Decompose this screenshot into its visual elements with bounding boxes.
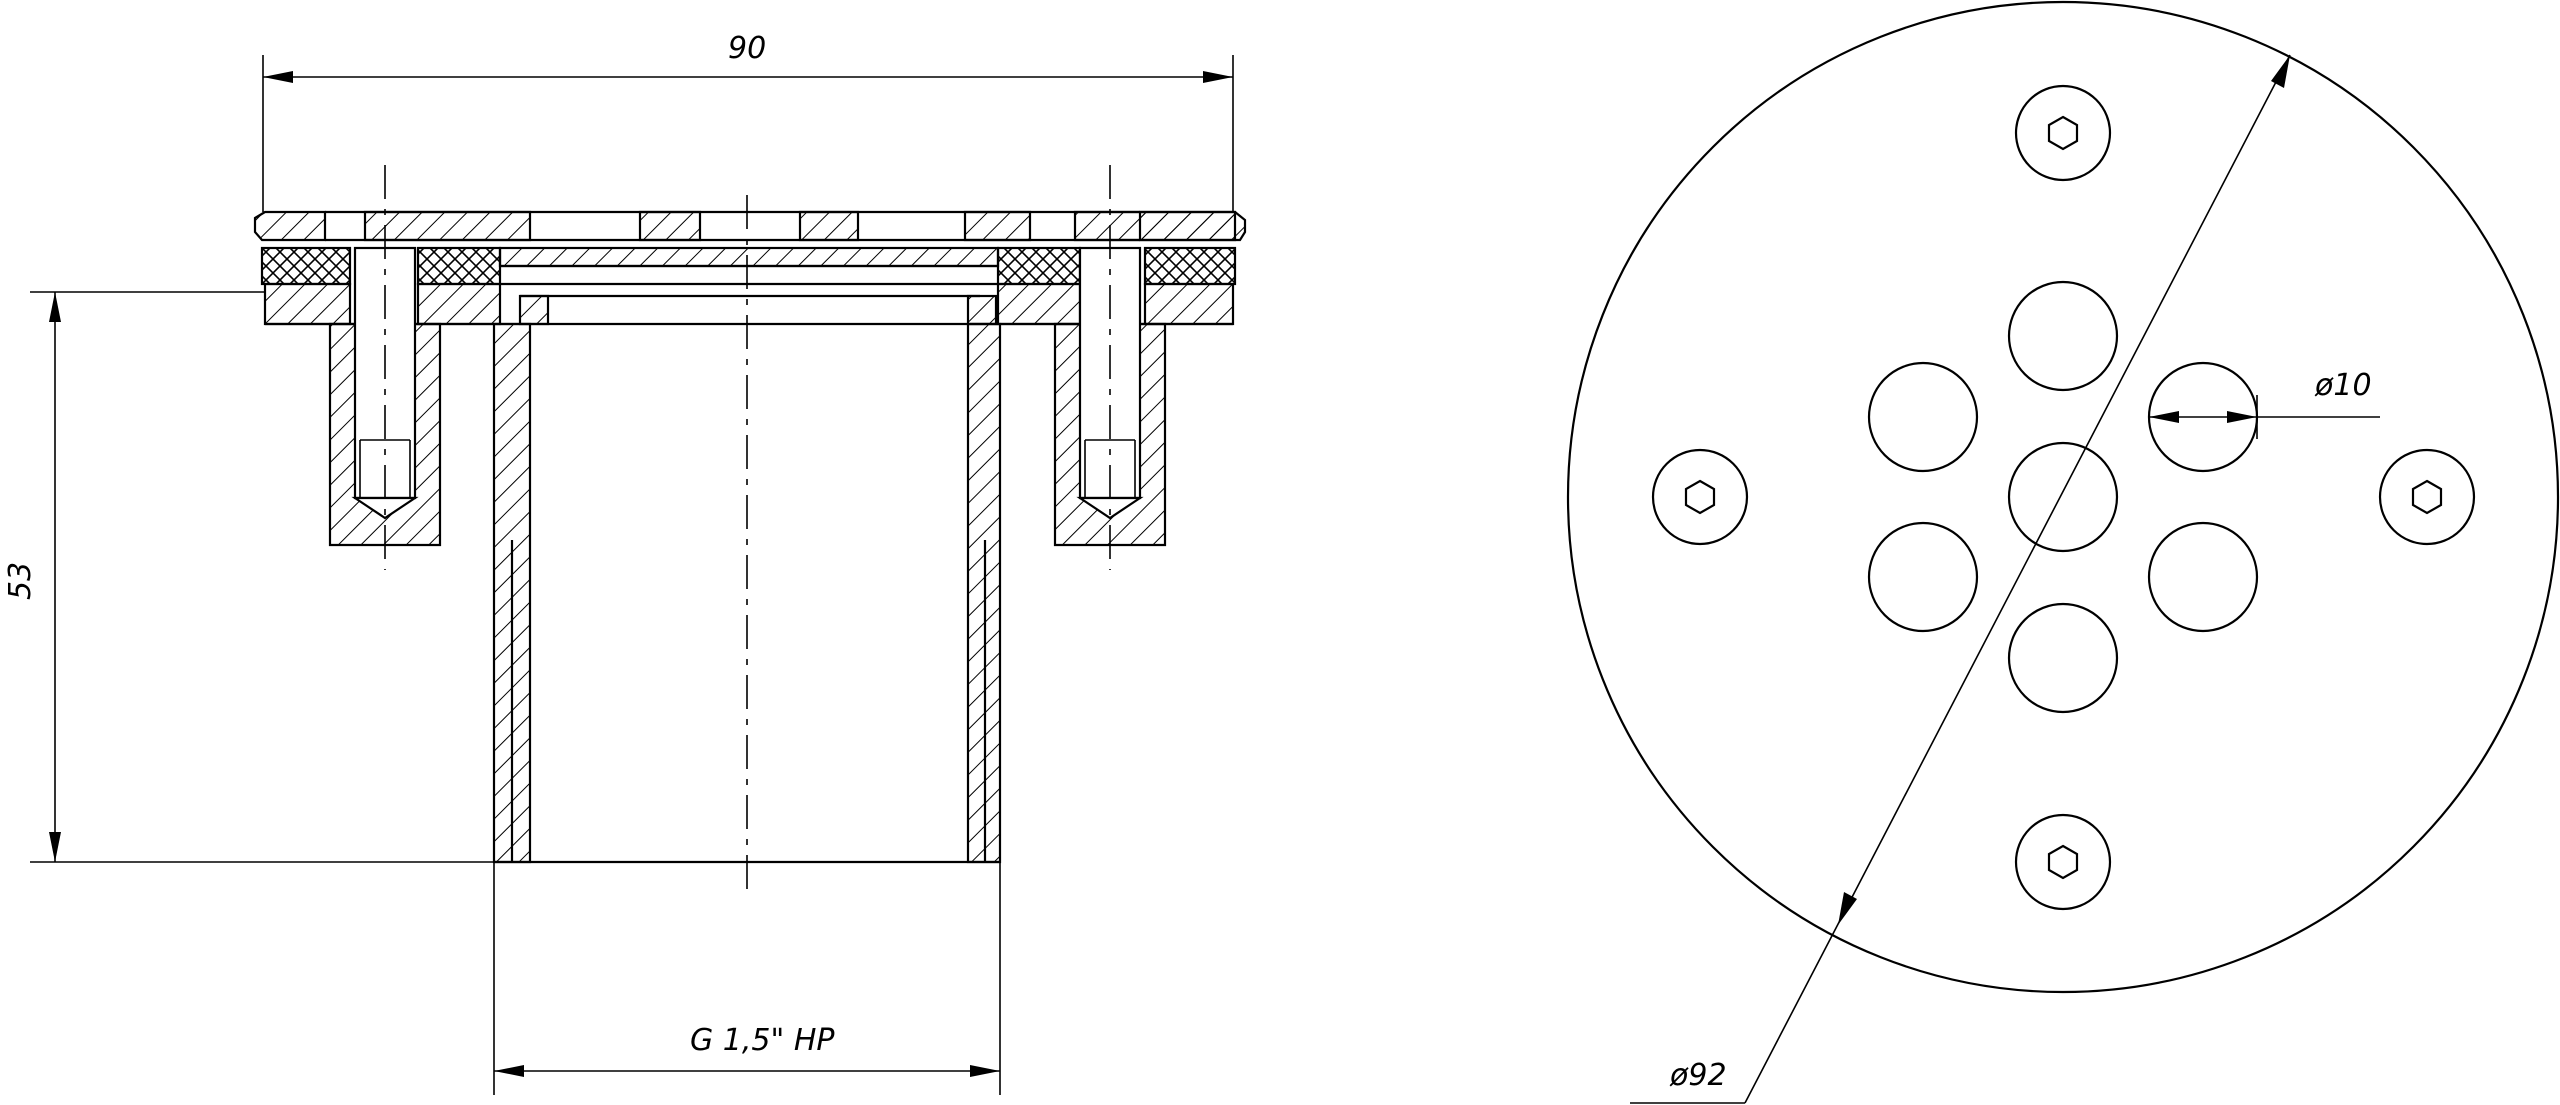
- width-label: 90: [728, 31, 766, 66]
- screw-left: [1651, 448, 1749, 546]
- right-boss: [1053, 165, 1167, 570]
- thread-label: G 1,5" НР: [690, 1023, 835, 1058]
- section-view: 90 53 G 1,5" НР: [3, 31, 1247, 1095]
- pipe-body: [492, 195, 1002, 890]
- dimension-thread: G 1,5" НР: [493, 862, 1001, 1095]
- screw-right: [2378, 448, 2476, 546]
- hole-upper-left: [1867, 361, 1979, 473]
- screw-bottom: [2014, 813, 2112, 911]
- dimension-hole-diameter: ø10: [2149, 368, 2380, 439]
- height-label: 53: [3, 562, 38, 600]
- hole-lower-left: [1867, 521, 1979, 633]
- flange-top: [253, 210, 1247, 242]
- dimension-height: 53: [3, 291, 494, 863]
- screw-top: [2014, 84, 2112, 182]
- hole-center: [2007, 441, 2119, 553]
- plate-outline: [1566, 0, 2560, 994]
- hole-bottom: [2007, 602, 2119, 714]
- hole-lower-right: [2147, 521, 2259, 633]
- dimension-width: 90: [262, 31, 1234, 212]
- dimension-plate-diameter: ø92: [1630, 54, 2291, 1104]
- left-boss: [328, 165, 442, 570]
- hole-diameter-label: ø10: [2314, 368, 2372, 403]
- holes: [1867, 280, 2259, 714]
- plate-diameter-label: ø92: [1669, 1058, 1727, 1093]
- plate-view: ø10 ø92: [1566, 0, 2560, 1104]
- hole-top: [2007, 280, 2119, 392]
- flange-gasket: [260, 246, 1237, 326]
